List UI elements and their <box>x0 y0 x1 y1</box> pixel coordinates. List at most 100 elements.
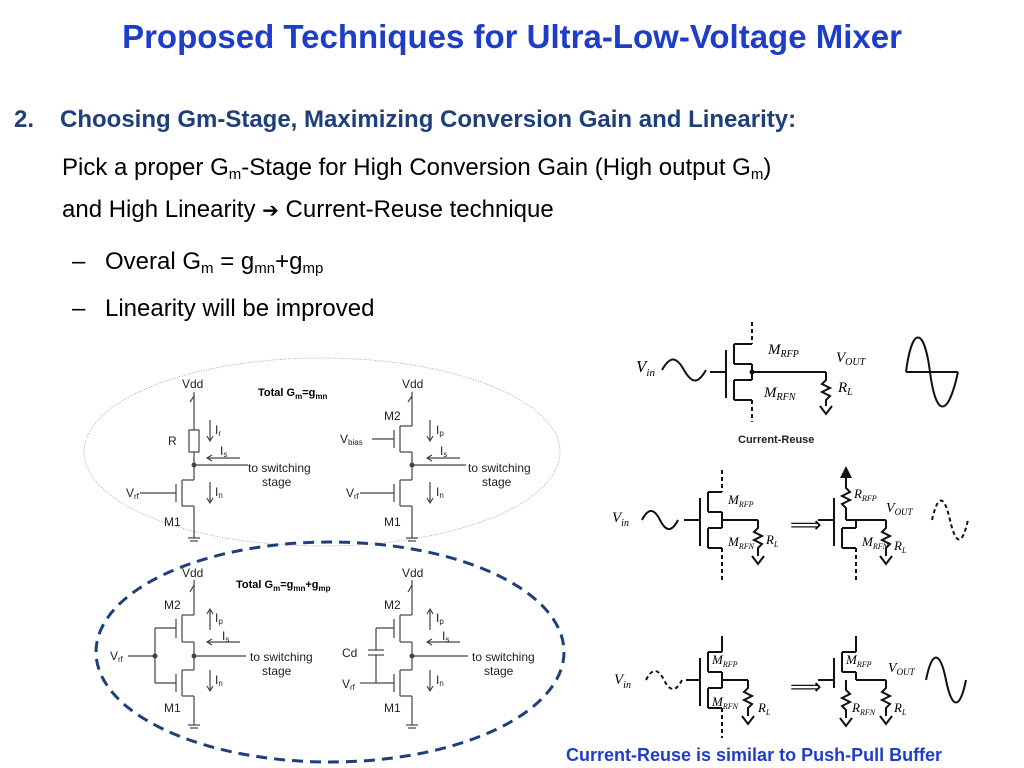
current-reuse-figure: Vin MRFP MRFN RL VOUT Current-Reuse <box>636 322 959 446</box>
rl-label: RL <box>837 380 853 398</box>
mrfn-label: MRFN <box>711 694 739 711</box>
m2-label: M2 <box>384 598 401 612</box>
right-arrow-icon: ➔ <box>262 200 279 222</box>
gm-stage-circuits: Total Gm=gmn Total Gm=gmn+gmp Vdd R Ir I… <box>83 357 566 764</box>
push-pull-figure-2: ⟹ Vin MRFP MRFN RL MRFP RRFN RL VOUT <box>614 636 967 738</box>
ir-label: Ir <box>215 423 221 438</box>
vdd-label: Vdd <box>182 377 203 391</box>
m2-label: M2 <box>164 598 181 612</box>
bullet-text: Overal G <box>105 248 202 275</box>
push-pull-figure-1: ⟹ Vin MRFP MRFN RL RRFP MRFN RL VOUT <box>612 466 969 580</box>
bullet-linearity: –Linearity will be improved <box>72 295 374 323</box>
input-wave <box>661 358 707 382</box>
stage-label: stage <box>484 664 514 678</box>
mrfp-label: MRFP <box>767 342 799 360</box>
mrfn-label: MRFN <box>861 534 889 551</box>
cd-label: Cd <box>342 646 357 660</box>
circuit-current-reuse-b <box>360 580 460 729</box>
vout-label: VOUT <box>888 661 916 677</box>
dash-bullet: – <box>72 248 86 275</box>
current-reuse-diagrams: Vin MRFP MRFN RL VOUT Current-Reuse <box>612 322 969 738</box>
para-text: Current-Reuse technique <box>278 196 554 223</box>
mrfp-label: MRFP <box>727 492 754 509</box>
is-label: Is <box>222 629 229 644</box>
section-heading: 2. Choosing Gm-Stage, Maximizing Conversi… <box>14 106 796 134</box>
to-switching-label: to switching <box>250 650 313 664</box>
circuit-resistor-load <box>140 392 240 542</box>
in-label: In <box>436 673 444 688</box>
mrfp-label: MRFP <box>845 652 872 669</box>
bullet-sub: m <box>201 260 214 277</box>
mrfn-label: MRFN <box>763 385 797 403</box>
vout-label: VOUT <box>886 501 914 517</box>
bullet-overall-gm: –Overal Gm = gmn+gmp <box>72 248 323 277</box>
stage-label: stage <box>482 475 512 489</box>
slide-title: Proposed Techniques for Ultra-Low-Voltag… <box>122 18 902 55</box>
m1-label: M1 <box>384 515 401 529</box>
vdd-label: Vdd <box>402 566 423 580</box>
ip-label: Ip <box>215 611 223 626</box>
vbias-label: Vbias <box>340 432 363 447</box>
to-switching-label: to switching <box>468 461 531 475</box>
stage-label: stage <box>262 475 292 489</box>
bullet-sub: mn <box>254 260 276 277</box>
para-sub: m <box>750 166 764 183</box>
heading-text: Choosing Gm-Stage, Maximizing Conversion… <box>60 106 797 133</box>
rl-label: RL <box>893 700 907 717</box>
bullet-text: = g <box>213 248 255 275</box>
in-label: In <box>215 485 223 500</box>
in-label: In <box>215 673 223 688</box>
is-label: Is <box>440 444 447 459</box>
para-text: and High Linearity <box>62 196 256 223</box>
is-label: Is <box>220 444 227 459</box>
m2-label: M2 <box>384 409 401 423</box>
rrfp-label: RRFP <box>853 486 877 503</box>
para-sub: m <box>228 166 242 183</box>
paragraph-line-2: and High Linearity ➔ Current-Reuse techn… <box>62 196 554 224</box>
vin-label: Vin <box>614 672 631 691</box>
m1-label: M1 <box>164 701 181 715</box>
rl-label: RL <box>893 538 907 555</box>
vout-label: VOUT <box>836 350 867 368</box>
implies-arrow-icon: ⟹ <box>790 674 822 699</box>
dash-bullet: – <box>72 295 86 322</box>
vrf-label: Vrf <box>342 677 356 692</box>
para-text: Pick a proper G <box>62 154 229 181</box>
heading-number: 2. <box>14 106 35 133</box>
resistor-label: R <box>168 434 177 448</box>
bullet-text: +g <box>275 248 303 275</box>
paragraph-line-1: Pick a proper Gm-Stage for High Conversi… <box>62 154 771 183</box>
rrfn-label: RRFN <box>851 700 876 717</box>
vrf-label: Vrf <box>110 649 124 664</box>
to-switching-label: to switching <box>472 650 535 664</box>
vrf-label: Vrf <box>346 486 360 501</box>
rl-label: RL <box>757 700 771 717</box>
vin-label: Vin <box>636 357 655 379</box>
push-pull-caption: Current-Reuse is similar to Push-Pull Bu… <box>566 745 943 765</box>
vin-label: Vin <box>612 510 629 529</box>
to-switching-label: to switching <box>248 461 311 475</box>
rl-label: RL <box>765 532 779 549</box>
vdd-label: Vdd <box>182 566 203 580</box>
m1-label: M1 <box>384 701 401 715</box>
ellipse-single-gm <box>83 357 561 547</box>
bullet-sub: mp <box>302 260 324 277</box>
vrf-label: Vrf <box>126 486 140 501</box>
circuit-current-reuse-a <box>128 580 240 729</box>
bullet-text: Linearity will be improved <box>105 295 375 322</box>
node-dot <box>152 653 158 659</box>
output-wave <box>905 336 959 408</box>
total-gm-label-1: Total Gm=gmn <box>258 387 327 401</box>
mrfn-label: MRFN <box>727 534 755 551</box>
para-text: -Stage for High Conversion Gain (High ou… <box>241 154 751 181</box>
vdd-label: Vdd <box>402 377 423 391</box>
implies-arrow-icon: ⟹ <box>790 512 822 537</box>
current-reuse-label: Current-Reuse <box>738 434 814 446</box>
ip-label: Ip <box>436 423 444 438</box>
ip-label: Ip <box>436 611 444 626</box>
ellipse-current-reuse <box>94 540 566 764</box>
total-gm-label-2: Total Gm=gmn+gmp <box>236 579 331 593</box>
para-text: ) <box>763 154 772 181</box>
m1-label: M1 <box>164 515 181 529</box>
mrfp-label: MRFP <box>711 652 738 669</box>
